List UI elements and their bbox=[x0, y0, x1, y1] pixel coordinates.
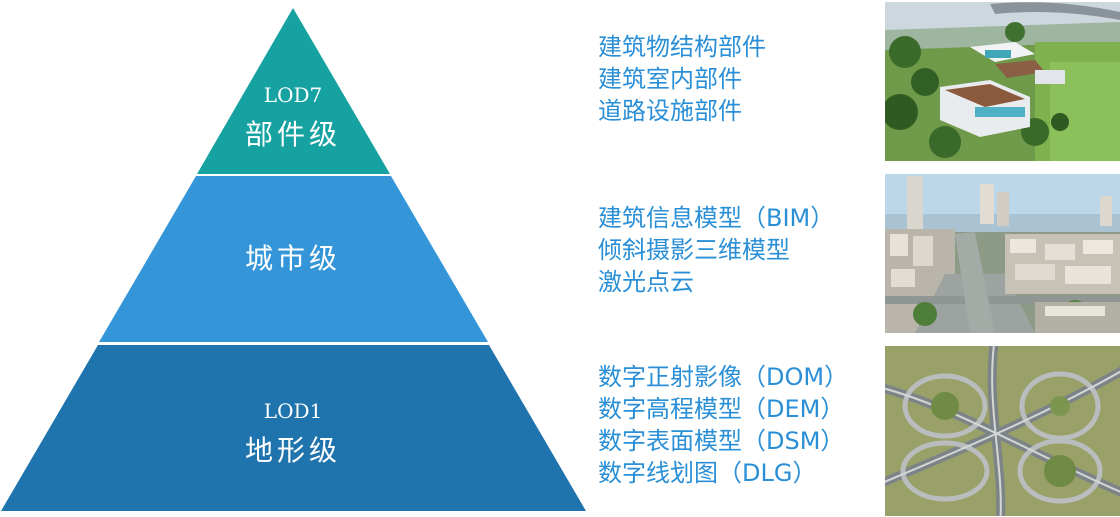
desc-item: 道路设施部件 bbox=[598, 97, 742, 125]
desc-item: 数字表面模型（DSM） bbox=[598, 427, 845, 455]
tier-bottom-name: 地形级 bbox=[245, 434, 341, 467]
tier-middle-name: 城市级 bbox=[245, 242, 341, 275]
desc-item: 建筑信息模型（BIM） bbox=[598, 204, 835, 232]
desc-item: 建筑室内部件 bbox=[598, 65, 742, 93]
desc-item: 建筑物结构部件 bbox=[598, 33, 766, 61]
desc-item: 数字正射影像（DOM） bbox=[598, 363, 849, 391]
desc-item: 激光点云 bbox=[598, 268, 694, 296]
tier-top-code: LOD7 bbox=[264, 83, 322, 107]
desc-item: 数字高程模型（DEM） bbox=[598, 395, 845, 423]
tier-bottom-code: LOD1 bbox=[264, 399, 322, 423]
desc-item: 数字线划图（DLG） bbox=[598, 459, 817, 487]
tier-top-name: 部件级 bbox=[245, 118, 341, 151]
tier-top-shape bbox=[197, 8, 390, 174]
aerial-city-photo bbox=[885, 174, 1120, 333]
desc-group-middle: 建筑信息模型（BIM） 倾斜摄影三维模型 激光点云 bbox=[598, 202, 834, 298]
desc-group-top: 建筑物结构部件 建筑室内部件 道路设施部件 bbox=[598, 31, 766, 127]
tier-middle-shape bbox=[99, 176, 488, 342]
desc-item: 倾斜摄影三维模型 bbox=[598, 236, 790, 264]
lod-pyramid: LOD7 部件级 城市级 LOD1 地形级 bbox=[1, 8, 586, 511]
desc-group-bottom: 数字正射影像（DOM） 数字高程模型（DEM） 数字表面模型（DSM） 数字线划… bbox=[598, 361, 848, 489]
highway-interchange-photo bbox=[885, 346, 1120, 516]
aerial-campus-photo bbox=[885, 2, 1120, 161]
tier-bottom-shape bbox=[1, 345, 586, 511]
